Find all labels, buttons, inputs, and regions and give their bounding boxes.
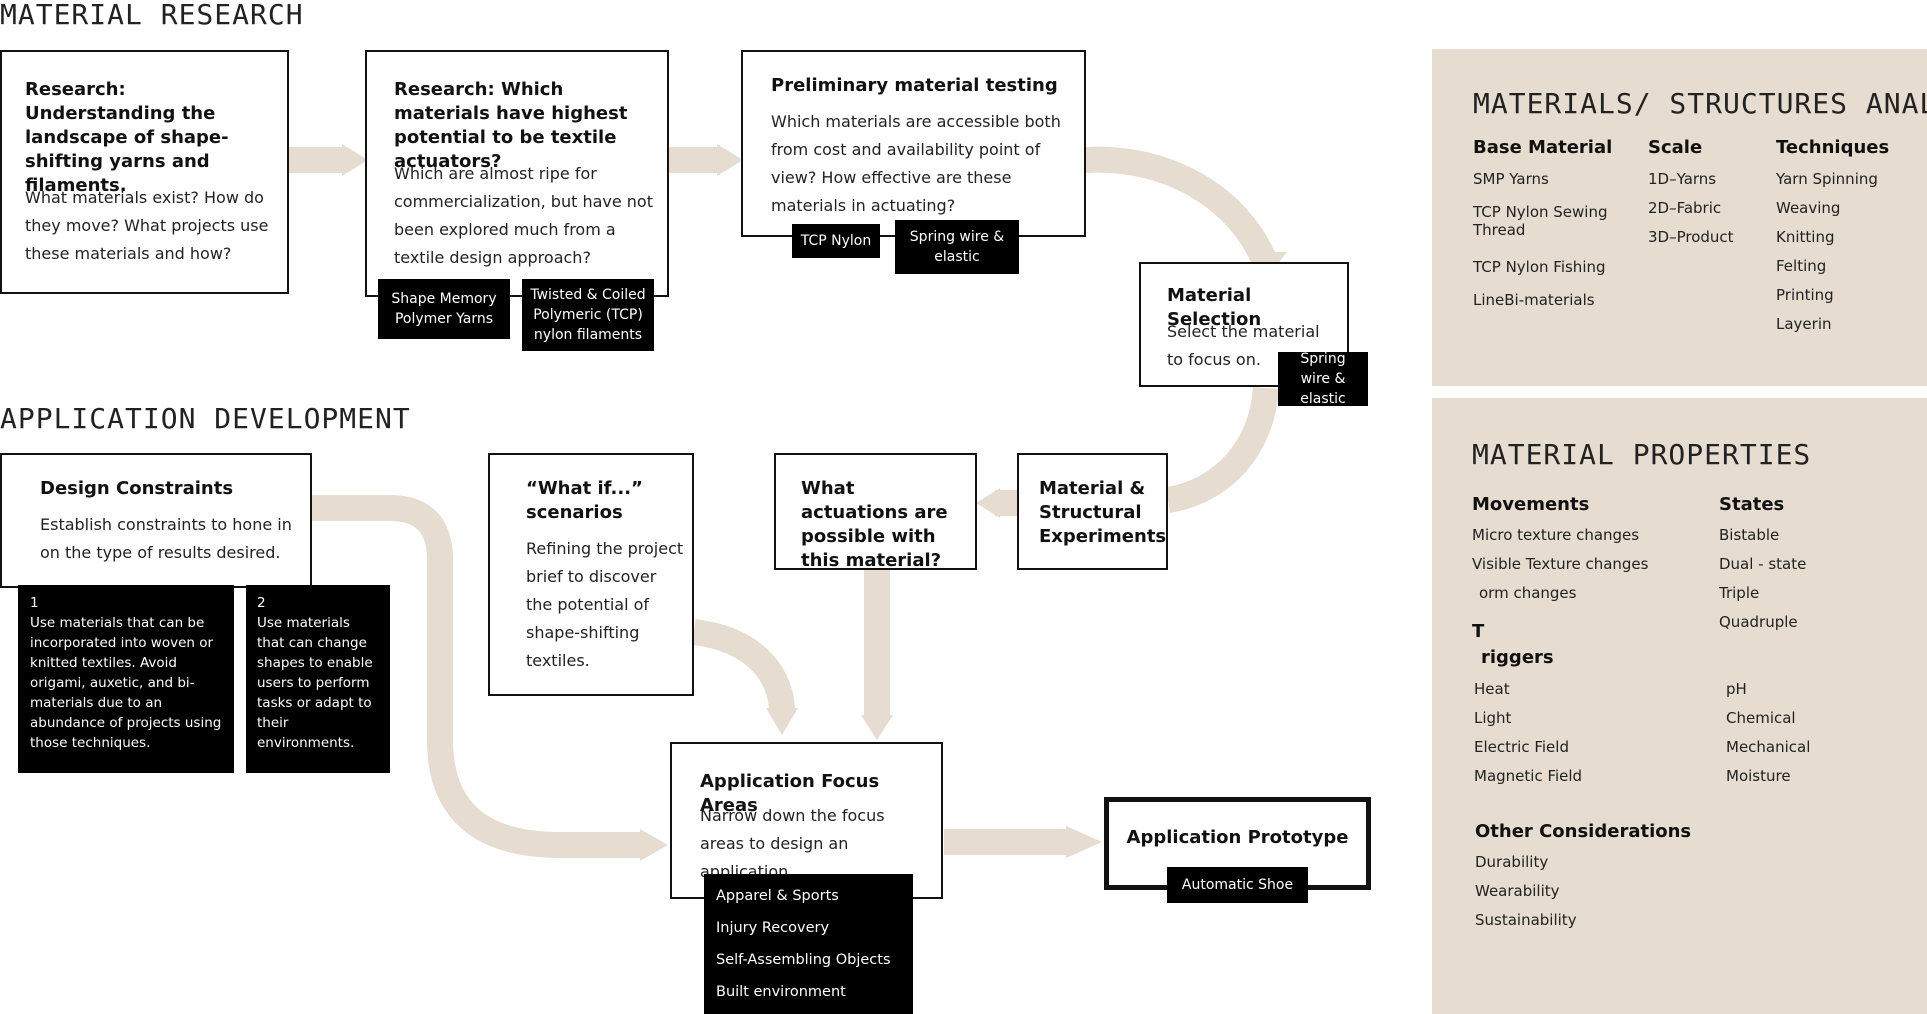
box-title: Material & Structural Experiments bbox=[1039, 478, 1167, 547]
experiments-box: Material & Structural Experiments bbox=[1017, 453, 1168, 570]
arrowhead-r1-r2 bbox=[342, 144, 368, 176]
section-title-research: MATERIAL RESEARCH bbox=[0, 0, 304, 31]
list-item: Bistable bbox=[1719, 526, 1780, 544]
connector-whatif-focus bbox=[692, 619, 795, 713]
arrowhead-r2-prelim bbox=[717, 144, 743, 176]
tag-selected-spring-wire: Spring wire & elastic bbox=[1278, 351, 1368, 407]
panel-title: MATERIALS/ STRUCTURES ANALYSIS bbox=[1473, 87, 1927, 120]
list-item: Yarn Spinning bbox=[1776, 170, 1878, 188]
connector-prelim-selection bbox=[1084, 146, 1278, 268]
focus-areas-list: Apparel & Sports Injury Recovery Self-As… bbox=[704, 874, 913, 1014]
list-item: SMP Yarns bbox=[1473, 170, 1549, 188]
constraint-note-number: 1 bbox=[30, 595, 39, 611]
what-if-box: “What if...” scenarios Refining the proj… bbox=[488, 453, 694, 696]
box-title: Research: Which materials have highest p… bbox=[394, 79, 628, 172]
constraint-note-number: 2 bbox=[257, 595, 266, 611]
box-title: Research: Understanding the landscape of… bbox=[25, 79, 229, 196]
arrowhead-constraints-focus bbox=[640, 829, 668, 861]
list-item: TCP Nylon Sewing Thread bbox=[1473, 203, 1608, 239]
list-item: Sustainability bbox=[1475, 911, 1577, 929]
properties-panel: MATERIAL PROPERTIES Movements Micro text… bbox=[1432, 398, 1927, 1014]
constraint-note-text: Use materials that can change shapes to … bbox=[257, 615, 373, 751]
list-item: Durability bbox=[1475, 853, 1549, 871]
box-description: Refining the project brief to discover t… bbox=[526, 539, 684, 670]
focus-area-item: Apparel & Sports bbox=[716, 888, 839, 904]
column-heading-triggers-a: T bbox=[1472, 621, 1485, 642]
column-heading-base-material: Base Material bbox=[1473, 137, 1613, 158]
list-item: Wearability bbox=[1475, 882, 1560, 900]
arrowhead-actuations-focus bbox=[861, 715, 893, 740]
tag-tcp-nylon-filaments: Twisted & Coiled Polymeric (TCP) nylon f… bbox=[522, 279, 654, 351]
list-item: Triple bbox=[1719, 584, 1760, 602]
research-landscape-box: Research: Understanding the landscape of… bbox=[0, 50, 289, 294]
box-title: “What if...” scenarios bbox=[526, 478, 643, 523]
column-heading-techniques: Techniques bbox=[1776, 137, 1890, 158]
arrowhead-experiments-actuations bbox=[976, 488, 1000, 518]
column-heading-triggers-b: riggers bbox=[1481, 647, 1554, 668]
list-item: Felting bbox=[1776, 257, 1827, 275]
list-item: Knitting bbox=[1776, 228, 1835, 246]
list-item: pH bbox=[1726, 680, 1747, 698]
box-title: Material Selection bbox=[1167, 285, 1262, 330]
list-item: Layerin bbox=[1776, 315, 1832, 333]
panel-title: MATERIAL PROPERTIES bbox=[1472, 438, 1812, 471]
list-item: Light bbox=[1474, 709, 1512, 727]
arrowhead-whatif-focus bbox=[766, 708, 798, 735]
box-description: What materials exist? How do they move? … bbox=[25, 188, 269, 263]
preliminary-testing-box: Preliminary material testing Which mater… bbox=[741, 50, 1086, 237]
list-item: Weaving bbox=[1776, 199, 1841, 217]
design-constraints-box: Design Constraints Establish constraints… bbox=[0, 453, 312, 588]
list-item: LineBi-materials bbox=[1473, 291, 1595, 309]
tag-spring-wire-elastic: Spring wire & elastic bbox=[895, 220, 1019, 274]
constraint-note-text: Use materials that can be incorporated i… bbox=[30, 615, 222, 751]
box-description: Establish constraints to hone in on the … bbox=[40, 515, 292, 562]
list-item: 1D–Yarns bbox=[1648, 170, 1717, 188]
list-item: 2D–Fabric bbox=[1648, 199, 1722, 217]
actuations-box: What actuations are possible with this m… bbox=[774, 453, 977, 571]
box-title: Design Constraints bbox=[40, 478, 234, 499]
tag-tcp-nylon: TCP Nylon bbox=[792, 224, 880, 258]
connector-constraints-focus bbox=[312, 495, 640, 858]
box-title: Application Prototype bbox=[1126, 827, 1349, 848]
list-item: Mechanical bbox=[1726, 738, 1811, 756]
arrowhead-focus-prototype bbox=[1066, 826, 1102, 858]
list-item: Heat bbox=[1474, 680, 1510, 698]
list-item: Chemical bbox=[1726, 709, 1796, 727]
list-item: Magnetic Field bbox=[1474, 767, 1583, 785]
list-item: orm changes bbox=[1479, 584, 1577, 602]
box-description: Which are almost ripe for commercializat… bbox=[394, 164, 653, 267]
list-item: 3D–Product bbox=[1648, 228, 1734, 246]
focus-area-item: Self-Assembling Objects bbox=[716, 952, 891, 968]
section-title-application: APPLICATION DEVELOPMENT bbox=[0, 402, 411, 435]
connector-selection-experiments bbox=[1165, 386, 1279, 513]
list-item: Electric Field bbox=[1474, 738, 1569, 756]
research-potential-box: Research: Which materials have highest p… bbox=[365, 50, 669, 297]
box-title: What actuations are possible with this m… bbox=[801, 478, 948, 571]
list-item: Quadruple bbox=[1719, 613, 1798, 631]
tag-smp-yarns: Shape Memory Polymer Yarns bbox=[378, 279, 510, 339]
column-heading-movements: Movements bbox=[1472, 494, 1590, 515]
analysis-panel: MATERIALS/ STRUCTURES ANALYSIS Base Mate… bbox=[1432, 49, 1927, 386]
focus-area-item: Built environment bbox=[716, 984, 846, 1000]
list-item: Micro texture changes bbox=[1472, 526, 1640, 544]
column-heading-scale: Scale bbox=[1648, 137, 1703, 158]
constraint-note-1: 1 Use materials that can be incorporated… bbox=[18, 585, 234, 773]
column-heading-states: States bbox=[1719, 494, 1785, 515]
tag-automatic-shoe: Automatic Shoe bbox=[1167, 867, 1308, 903]
constraint-note-2: 2 Use materials that can change shapes t… bbox=[246, 585, 390, 773]
column-heading-other-considerations: Other Considerations bbox=[1475, 821, 1692, 842]
list-item: Dual - state bbox=[1719, 555, 1807, 573]
box-description: Select the material to focus on. bbox=[1167, 322, 1320, 369]
list-item: Moisture bbox=[1726, 767, 1791, 785]
list-item: Visible Texture changes bbox=[1472, 555, 1649, 573]
box-title: Application Focus Areas bbox=[700, 771, 880, 816]
list-item: Printing bbox=[1776, 286, 1834, 304]
focus-area-item: Injury Recovery bbox=[716, 920, 830, 936]
list-item: TCP Nylon Fishing bbox=[1473, 258, 1606, 276]
box-description: Which materials are accessible both from… bbox=[771, 112, 1061, 215]
box-title: Preliminary material testing bbox=[771, 75, 1058, 96]
